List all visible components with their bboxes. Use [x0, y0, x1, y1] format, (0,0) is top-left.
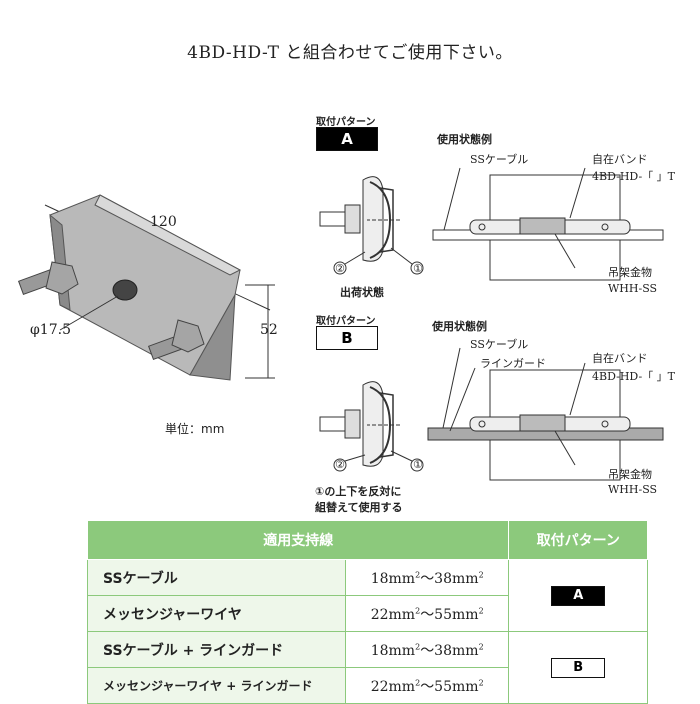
pattern-b-hanger-code: WHH-SS: [608, 483, 658, 496]
table-row: SSケーブル + ラインガード 18mm2～38mm2 B: [87, 631, 648, 704]
pattern-a-shipping-label: 出荷状態: [340, 286, 384, 299]
pattern-b-hanger-label: 吊架金物: [608, 468, 652, 481]
table-row: メッセンジャーワイヤ 22mm2～55mm2: [87, 595, 648, 632]
row-pattern-b: B: [508, 631, 648, 704]
pattern-b-ss-cable: SSケーブル: [470, 338, 529, 351]
pattern-b-band-label: 自在バンド: [592, 352, 648, 365]
pattern-b-callout-2: ②: [335, 458, 345, 471]
dimension-hole: φ17.5: [30, 322, 71, 338]
table-row: メッセンジャーワイヤ + ラインガード 22mm2～55mm2: [87, 667, 648, 704]
table-header-row: 適用支持線 取付パターン: [86, 520, 648, 560]
pattern-b-note-line2: 組替えて使用する: [315, 501, 403, 514]
pattern-b-band-code: 4BD-HD-「 」T: [592, 370, 675, 383]
unit-label: 単位：mm: [165, 422, 225, 436]
pattern-b-line-guard: ラインガード: [480, 357, 546, 370]
row-name: SSケーブル + ラインガード: [87, 631, 346, 668]
row-range: 22mm2～55mm2: [345, 595, 510, 632]
table-header-pattern: 取付パターン: [508, 520, 648, 560]
pattern-a-badge: A: [551, 585, 606, 606]
dimension-length: 120: [150, 214, 177, 230]
pattern-a-hanger-code: WHH-SS: [608, 282, 658, 295]
row-range: 18mm2～38mm2: [345, 631, 510, 668]
pattern-a-hanger-label: 吊架金物: [608, 266, 652, 279]
pattern-a-usage-title: 使用状態例: [437, 133, 492, 146]
dimension-height: 52: [260, 322, 278, 338]
pattern-a-band-label: 自在バンド: [592, 153, 648, 166]
pattern-a-box: A: [316, 127, 378, 151]
pattern-b-callout-1: ①: [413, 458, 423, 471]
pattern-b-note-line1: ①の上下を反対に: [315, 485, 402, 498]
row-name: SSケーブル: [87, 559, 346, 596]
pattern-b-usage-drawing: [427, 347, 664, 481]
pattern-a-band-code: 4BD-HD-「 」T: [592, 170, 675, 183]
pattern-b-usage-title: 使用状態例: [432, 320, 487, 333]
row-range: 18mm2～38mm2: [345, 559, 510, 596]
row-range: 22mm2～55mm2: [345, 667, 510, 704]
spec-table: 適用支持線 取付パターン SSケーブル 18mm2～38mm2 A メッセンジャ…: [86, 520, 648, 704]
product-illustration: [17, 194, 275, 381]
pattern-b-box: B: [316, 326, 378, 350]
pattern-a-callout-1: ①: [413, 262, 423, 275]
pattern-a-ss-cable: SSケーブル: [470, 153, 529, 166]
row-pattern-a: A: [508, 559, 648, 632]
pattern-b-badge: B: [551, 657, 606, 678]
page-title: 4BD-HD-T と組合わせてご使用下さい。: [187, 43, 513, 63]
table-header-support-line: 適用支持線: [86, 520, 510, 560]
pattern-b-caption: 取付パターン: [316, 316, 376, 327]
pattern-a-caption: 取付パターン: [316, 117, 376, 128]
row-name: メッセンジャーワイヤ: [87, 595, 346, 632]
pattern-a-usage-drawing: [432, 167, 664, 281]
pattern-a-section-drawing: [319, 176, 424, 275]
pattern-a-callout-2: ②: [335, 262, 345, 275]
row-name: メッセンジャーワイヤ + ラインガード: [87, 667, 346, 704]
pattern-b-section-drawing: [319, 381, 424, 472]
table-row: SSケーブル 18mm2～38mm2 A: [87, 559, 648, 632]
